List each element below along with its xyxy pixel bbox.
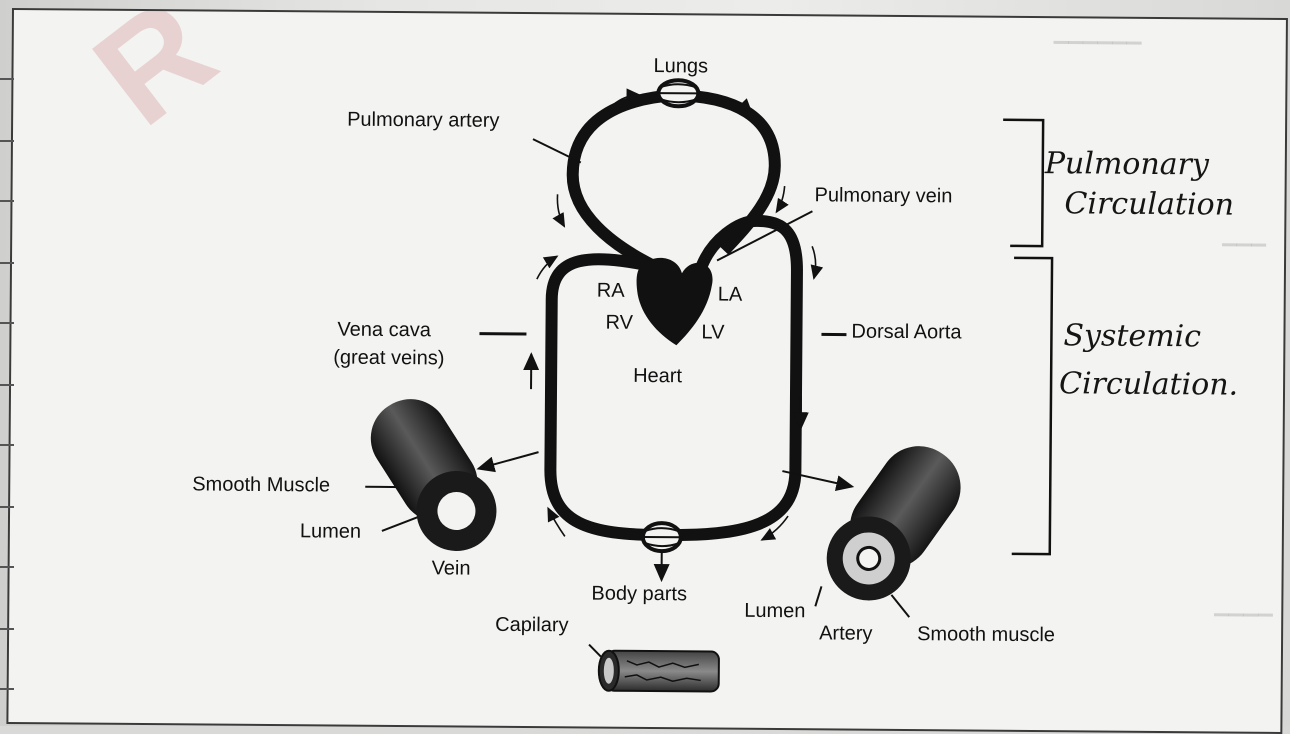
notebook-line: [0, 628, 14, 630]
flow-arrow: [812, 246, 816, 278]
dorsal-aorta-label: Dorsal Aorta: [851, 321, 961, 345]
heart-label: Heart: [633, 365, 682, 388]
systemic-handwritten-line1: Systemic: [1063, 318, 1201, 354]
notebook-line: [0, 566, 14, 568]
to-vein-arrow: [478, 452, 538, 469]
ra-label: RA: [597, 280, 625, 303]
textbook-page: R ▁▁▁▁▁▁ ▁▁▁ ▁▁▁▁: [6, 8, 1288, 734]
vein-illustration: [355, 384, 511, 566]
pulmonary-bracket: [1002, 120, 1043, 246]
smooth-muscle-vein-label: Smooth Muscle: [192, 473, 330, 497]
flow-arrow: [557, 194, 564, 226]
vena-cava-label: Vena cava: [337, 319, 431, 343]
notebook-line: [0, 78, 14, 80]
notebook-line: [0, 384, 14, 386]
notebook-line: [0, 506, 14, 508]
pulmonary-artery-label: Pulmonary artery: [347, 109, 499, 133]
notebook-line: [0, 322, 14, 324]
la-label: LA: [718, 284, 743, 307]
notebook-line: [0, 140, 14, 142]
capillary-leader: [589, 645, 601, 657]
pulmonary-handwritten-line1: Pulmonary: [1045, 146, 1209, 182]
systemic-handwritten-line2: Circulation.: [1059, 366, 1238, 402]
notebook-line: [0, 200, 14, 202]
notebook-line: [0, 262, 14, 264]
artery-label: Artery: [819, 622, 873, 645]
lv-label: LV: [701, 321, 724, 344]
lumen-artery-label: Lumen: [744, 600, 805, 623]
pulmonary-vein-label: Pulmonary vein: [814, 184, 952, 208]
capillary-illustration: [599, 651, 719, 692]
capillary-label: Capilary: [495, 614, 569, 638]
systemic-bracket: [1012, 258, 1052, 554]
flow-arrow: [776, 186, 784, 212]
artery-illustration: [810, 430, 977, 617]
lumen-vein-label: Lumen: [300, 520, 361, 543]
pulmonary-loop: [572, 94, 775, 266]
notebook-line: [0, 444, 14, 446]
smooth-muscle-artery-label: Smooth muscle: [917, 623, 1055, 647]
great-veins-label: (great veins): [333, 347, 444, 371]
smooth-muscle-artery-leader: [891, 595, 909, 617]
notebook-line: [0, 688, 14, 690]
rv-label: RV: [605, 312, 633, 335]
body-parts-label: Body parts: [591, 583, 687, 607]
lumen-artery-leader: [815, 586, 821, 606]
lungs-label: Lungs: [653, 55, 708, 78]
vein-label: Vein: [432, 557, 471, 580]
pulmonary-handwritten-line2: Circulation: [1064, 186, 1234, 222]
